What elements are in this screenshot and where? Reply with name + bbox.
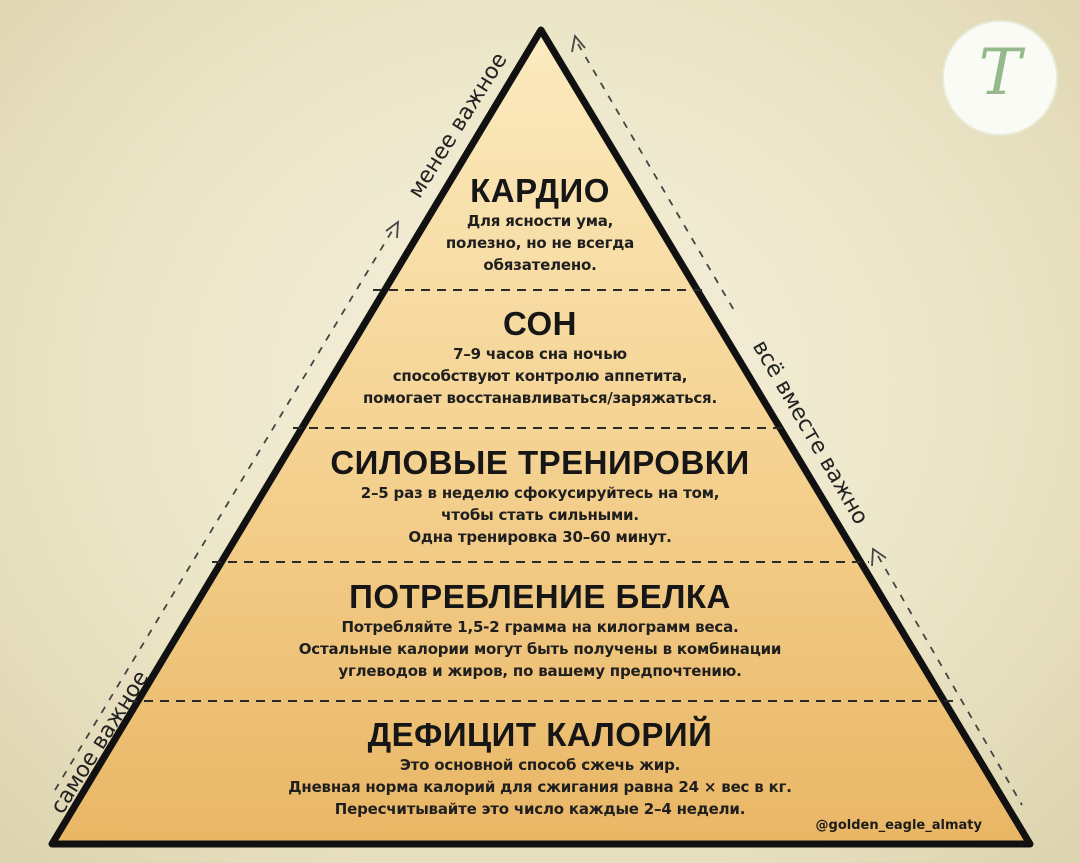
tier-protein: ПОТРЕБЛЕНИЕ БЕЛКА Потребляйте 1,5-2 грам… [0,578,1080,682]
tier-sleep-line: способствуют контролю аппетита, [392,367,688,385]
tier-deficit-line: Дневная норма калорий для сжигания равна… [288,778,792,796]
side-arrows [54,33,1023,806]
tier-deficit: ДЕФИЦИТ КАЛОРИЙ Это основной способ сжеч… [0,716,1080,820]
right-arrowhead-top [571,33,586,53]
tier-dividers [128,289,954,702]
brand-logo: T [944,22,1056,134]
tier-strength-title: СИЛОВЫЕ ТРЕНИРОВКИ [330,444,750,481]
left-dashed-arrow [54,225,396,791]
tier-sleep-title: СОН [502,305,577,342]
tier-cardio-title: КАРДИО [470,172,610,209]
right-dashed-arrow-upper [577,43,736,313]
tier-deficit-line: Пересчитывайте это число каждые 2–4 неде… [334,800,746,818]
tier-cardio-line: Для ясности ума, [466,212,614,230]
author-handle: @golden_eagle_almaty [815,818,982,833]
left-arrowhead [385,220,400,239]
tier-cardio-line: обязателено. [483,256,597,274]
tier-strength-line: 2–5 раз в неделю сфокусируйтесь на том, [360,484,720,502]
tier-strength-line: чтобы стать сильными. [441,506,639,524]
right-dashed-arrow-lower [877,555,1023,806]
tier-deficit-title: ДЕФИЦИТ КАЛОРИЙ [367,716,713,753]
tier-protein-title: ПОТРЕБЛЕНИЕ БЕЛКА [349,578,731,615]
tier-protein-line: Потребляйте 1,5-2 грамма на килограмм ве… [341,618,739,636]
right-arrowhead-lower [871,547,887,567]
logo-letter: T [978,36,1022,110]
tier-sleep: СОН 7–9 часов сна ночью способствуют кон… [0,305,1080,409]
tier-protein-line: Остальные калории могут быть получены в … [298,640,782,658]
tier-sleep-line: 7–9 часов сна ночью [453,345,627,363]
tier-cardio-line: полезно, но не всегда [445,234,635,252]
tier-protein-line: углеводов и жиров, по вашему предпочтени… [338,662,742,680]
pyramid-shape [48,26,1034,848]
tier-sleep-line: помогает восстанавливаться/заряжаться. [362,389,717,407]
tier-strength: СИЛОВЫЕ ТРЕНИРОВКИ 2–5 раз в неделю сфок… [0,444,1080,548]
tier-cardio: КАРДИО Для ясности ума, полезно, но не в… [0,172,1080,276]
tier-strength-line: Одна тренировка 30–60 минут. [408,528,672,546]
tier-deficit-line: Это основной способ сжечь жир. [399,756,681,774]
